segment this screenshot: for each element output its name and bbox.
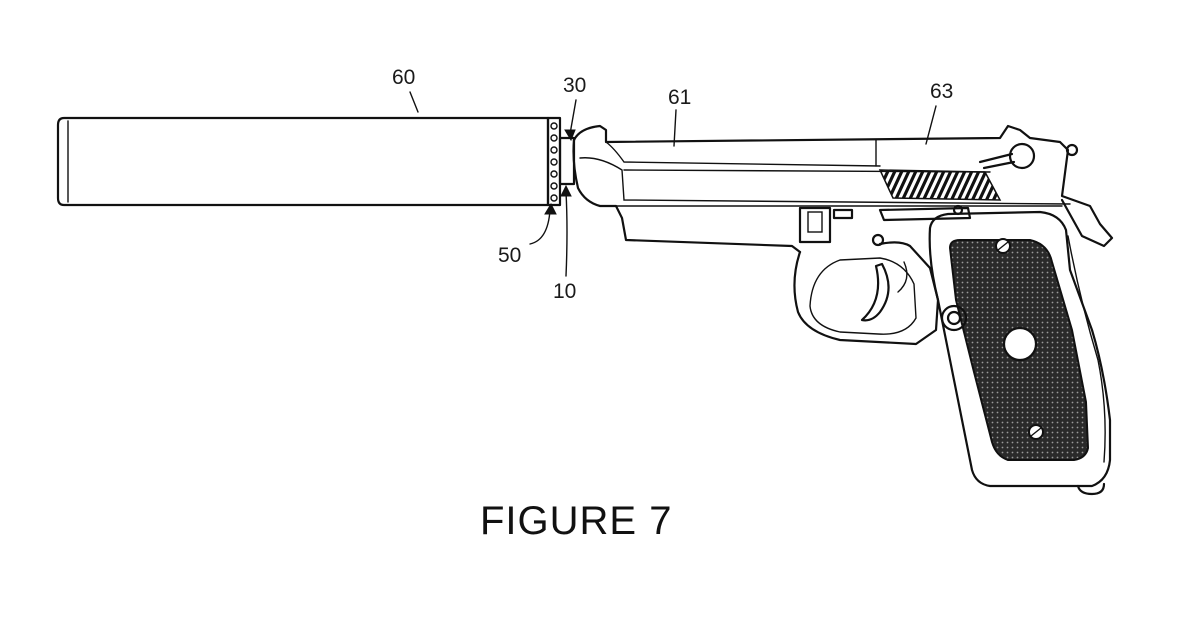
baffle-section [546, 116, 562, 207]
label-baffle: 50 [498, 244, 521, 267]
label-suppressor: 60 [392, 66, 415, 89]
label-frame: 63 [930, 80, 953, 103]
figure-caption: FIGURE 7 [480, 499, 672, 543]
label-slide: 61 [668, 86, 691, 109]
suppressor [56, 116, 550, 207]
label-adapter: 30 [563, 74, 586, 97]
label-barrel-end: 10 [553, 280, 576, 303]
adapter [558, 136, 576, 186]
hammer [978, 142, 1079, 170]
leader-lines [409, 91, 937, 277]
pistol [572, 124, 1114, 496]
